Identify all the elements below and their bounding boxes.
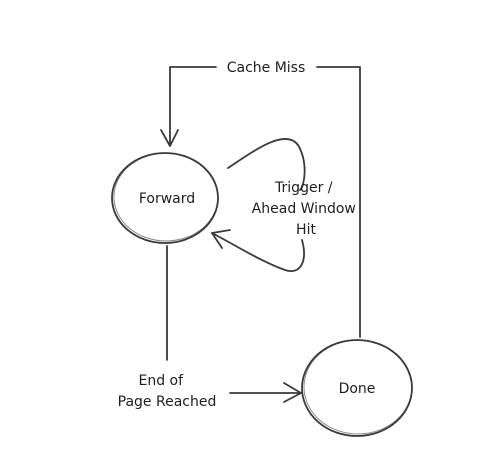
- edge-trigger-loop: Trigger / Ahead Window Hit: [211, 138, 361, 272]
- node-done: Done: [301, 339, 413, 437]
- edge-trigger-loop-top: [227, 138, 306, 191]
- edge-cache-miss-line-left: [169, 66, 217, 146]
- edge-trigger-loop-arrowhead: [211, 229, 231, 249]
- edge-trigger-label: Trigger / Ahead Window Hit: [252, 180, 361, 238]
- node-done-shape-sketch: [303, 339, 413, 435]
- node-forward-label: Forward: [139, 191, 195, 207]
- edge-end-of-page-label: End of Page Reached: [118, 373, 217, 410]
- edge-cache-miss-label: Cache Miss: [227, 60, 306, 76]
- edge-end-of-page: End of Page Reached: [118, 245, 302, 410]
- node-done-label: Done: [339, 381, 376, 397]
- edge-trigger-label-line-2: Ahead Window: [252, 201, 356, 217]
- edge-cache-miss: Cache Miss: [160, 60, 361, 338]
- edge-cache-miss-line-right: [316, 66, 361, 338]
- edge-end-of-page-label-line-1: End of: [138, 373, 184, 389]
- edge-cache-miss-arrowhead: [160, 129, 179, 147]
- edge-trigger-label-line-1: Trigger /: [274, 180, 333, 196]
- node-forward: Forward: [111, 152, 219, 244]
- node-forward-shape-sketch: [113, 152, 219, 242]
- edge-trigger-label-line-3: Hit: [296, 222, 316, 238]
- edge-end-of-page-arrowhead: [283, 382, 302, 403]
- edge-trigger-loop-bottom: [211, 232, 305, 272]
- edge-end-of-page-label-line-2: Page Reached: [118, 394, 217, 410]
